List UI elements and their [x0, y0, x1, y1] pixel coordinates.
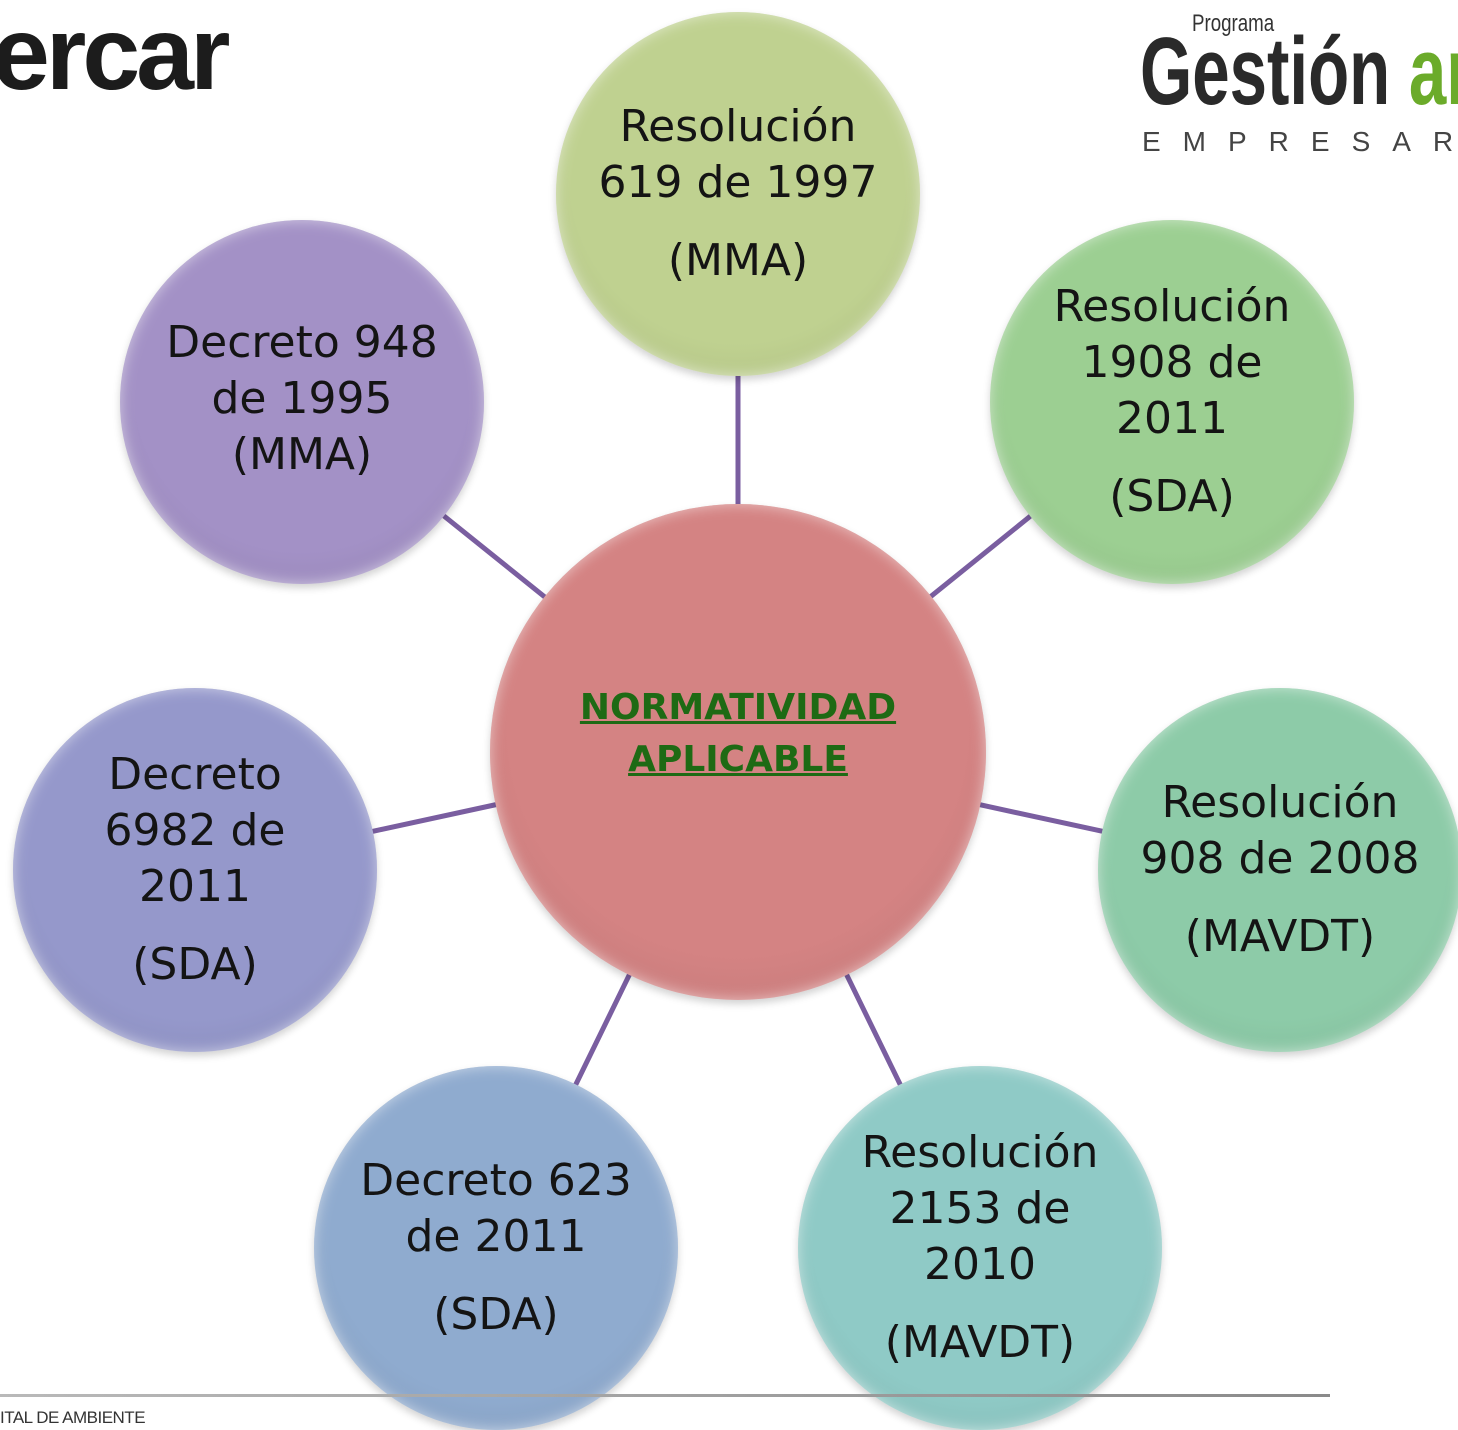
node-agency-label: (MAVDT): [1184, 911, 1376, 962]
center-node-normatividad: NORMATIVIDAD APLICABLE: [490, 504, 986, 1000]
connector-dec-6982: [366, 800, 506, 835]
node-text-line: 2011: [139, 861, 251, 912]
node-text-line: 2010: [924, 1239, 1036, 1290]
center-title-line-2: APLICABLE: [628, 739, 848, 780]
node-text-line: 908 de 2008: [1140, 833, 1420, 884]
node-agency-label: (MMA): [667, 235, 809, 286]
node-agency-label: (SDA): [1109, 471, 1235, 522]
connector-dec-623: [571, 965, 636, 1091]
node-agency-label: (SDA): [132, 939, 258, 990]
node-text-line: Resolución: [1161, 777, 1399, 828]
node-agency-label: (MAVDT): [884, 1317, 1076, 1368]
node-text-line: Decreto: [108, 749, 282, 800]
footer-divider: [0, 1394, 1330, 1397]
logo-gestion-accent: an: [1408, 18, 1458, 125]
node-text-line: Resolución: [1053, 281, 1291, 332]
node-text-line: Resolución: [619, 101, 857, 152]
connector-dec-948: [438, 510, 554, 605]
logo-programa-text: Programa: [1192, 10, 1275, 37]
node-text-line: Decreto 623: [360, 1155, 632, 1206]
footer-text: ITAL DE AMBIENTE: [0, 1408, 146, 1427]
connector-res-2153: [840, 965, 905, 1091]
logo-empresarial-text: EMPRESAR: [1142, 126, 1458, 157]
logo-gestion-text: Gestión an: [1140, 24, 1458, 120]
node-text-line: de 2011: [405, 1211, 587, 1262]
center-title-line-1: NORMATIVIDAD: [579, 687, 897, 728]
node-text-line: (MMA): [231, 429, 373, 480]
logo-left-text: ercar: [0, 0, 230, 112]
node-text-line: 2011: [1116, 393, 1228, 444]
node-text-line: 6982 de: [104, 805, 286, 856]
gestion-ambiental-logo: Programa Gestión an EMPRESAR: [1140, 10, 1458, 160]
node-text-line: 619 de 1997: [598, 157, 878, 208]
node-agency-label: (SDA): [433, 1289, 559, 1340]
connector-res-1908: [922, 511, 1036, 604]
node-text-line: 1908 de: [1081, 337, 1263, 388]
node-text-line: Decreto 948: [166, 317, 438, 368]
center-node-title: NORMATIVIDAD APLICABLE: [580, 682, 896, 786]
node-text-line: Resolución: [861, 1127, 1099, 1178]
node-text-line: 2153 de: [889, 1183, 1071, 1234]
logo-gestion-dark: Gestión: [1140, 18, 1391, 125]
partner-logo-left: ercar: [0, 2, 230, 106]
connector-res-908: [970, 800, 1109, 835]
node-text-line: de 1995: [211, 373, 393, 424]
